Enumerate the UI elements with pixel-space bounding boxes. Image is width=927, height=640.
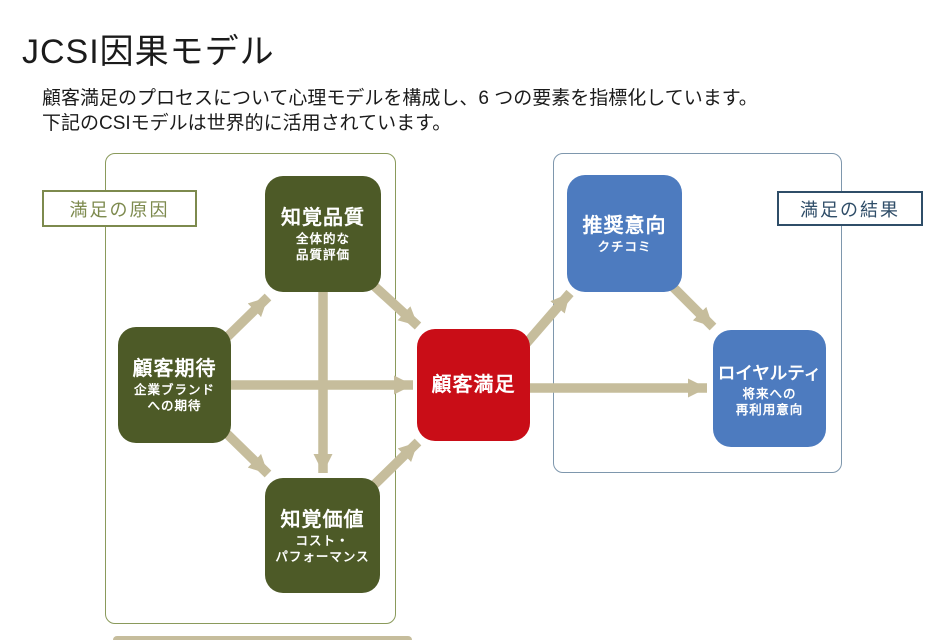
subtitle-line-2: 下記のCSIモデルは世界的に活用されています。	[42, 113, 452, 134]
node-perceived-quality: 知覚品質 全体的な 品質評価	[265, 176, 381, 292]
page-subtitle: 顧客満足のプロセスについて心理モデルを構成し、6 つの要素を指標化しています。 …	[42, 86, 758, 136]
node-subtitle: 全体的な 品質評価	[295, 232, 350, 262]
node-title: 知覚価値	[280, 508, 365, 531]
arrow-recommend-to-loyalty	[669, 283, 717, 331]
arrow-quality-to-satisfaction	[368, 280, 422, 330]
arrow-value-to-satisfaction	[369, 438, 422, 490]
node-customer-satisfaction: 顧客満足	[417, 329, 530, 441]
node-title: 推奨意向	[582, 214, 667, 237]
node-perceived-value: 知覚価値 コスト・ パフォーマンス	[265, 478, 380, 593]
node-loyalty: ロイヤルティ 将来への 再利用意向	[713, 330, 826, 447]
node-title: 顧客期待	[132, 358, 217, 380]
arrow-satisfaction-to-recommend	[520, 289, 574, 350]
arrow-expectation-to-value	[218, 425, 272, 478]
node-subtitle: コスト・ パフォーマンス	[275, 533, 370, 564]
node-title: ロイヤルティ	[717, 362, 822, 383]
results-group-label: 満足の結果	[777, 191, 923, 226]
node-subtitle: 将来への 再利用意向	[735, 386, 804, 417]
node-recommendation-intent: 推奨意向 クチコミ	[567, 175, 682, 292]
arrow-expectation-to-quality	[218, 293, 272, 346]
node-customer-expectation: 顧客期待 企業ブランド への期待	[118, 327, 231, 443]
node-subtitle: クチコミ	[597, 239, 652, 254]
node-subtitle: 企業ブランド への期待	[133, 383, 215, 413]
node-title: 知覚品質	[281, 207, 365, 229]
subtitle-line-1: 顧客満足のプロセスについて心理モデルを構成し、6 つの要素を指標化しています。	[42, 88, 758, 109]
causes-group-label: 満足の原因	[42, 190, 197, 227]
page-title: JCSI因果モデル	[22, 33, 275, 71]
node-title: 顧客満足	[431, 374, 516, 396]
cropped-bottom-shape	[113, 636, 412, 640]
